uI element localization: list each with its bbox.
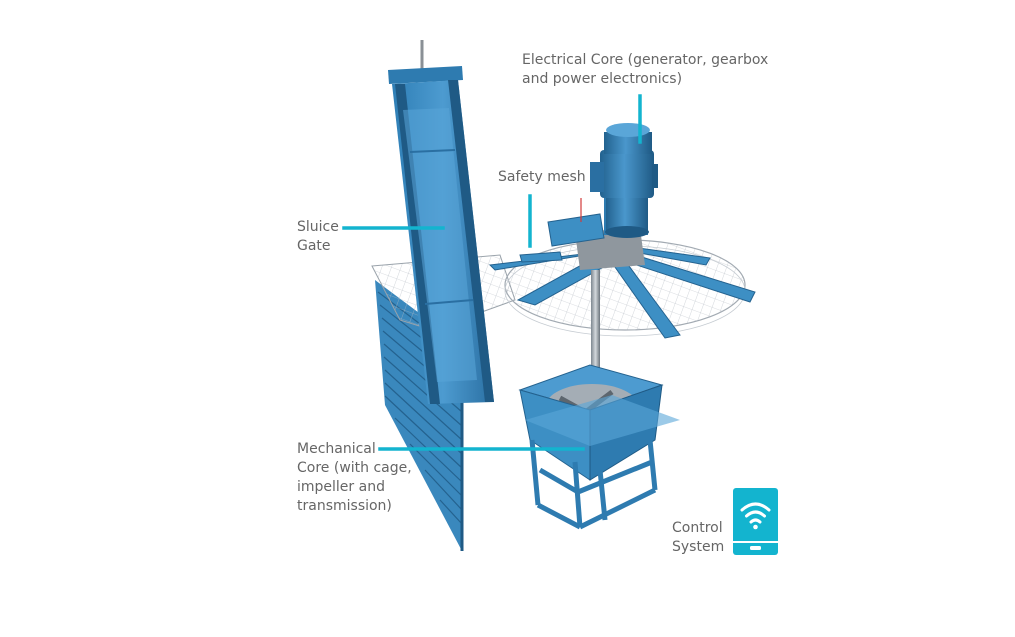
wifi-tablet-icon (733, 488, 778, 555)
gearbox-hub (547, 198, 645, 270)
cage (518, 364, 680, 530)
mechanical-core-label-line4: transmission) (297, 498, 392, 514)
mechanical-core-label-line1: Mechanical (297, 441, 376, 457)
safety-mesh-label-line1: Safety mesh (498, 169, 586, 185)
sluice-gate-label-line2: Gate (297, 238, 331, 254)
electrical-core-label-line1: Electrical Core (generator, gearbox (522, 52, 769, 68)
control-system-label: Control System (672, 519, 724, 557)
safety-mesh-label: Safety mesh (498, 168, 586, 187)
mechanical-core-label-line3: impeller and (297, 479, 385, 495)
sluice-gate-label-line1: Sluice (297, 219, 339, 235)
mechanical-core-label-line2: Core (with cage, (297, 460, 412, 476)
mechanical-core-label: Mechanical Core (with cage, impeller and… (297, 440, 412, 516)
electrical-core-label-line2: and power electronics) (522, 71, 683, 87)
motor-generator (590, 123, 658, 238)
sluice-gate (388, 40, 494, 404)
control-system-label-line2: System (672, 539, 725, 555)
support-beams (488, 245, 756, 339)
drive-shaft (591, 270, 600, 380)
control-system-label-line1: Control (672, 520, 723, 536)
callout-lines (342, 94, 642, 451)
electrical-core-label: Electrical Core (generator, gearbox and … (522, 51, 768, 89)
sluice-gate-label: Sluice Gate (297, 218, 339, 256)
